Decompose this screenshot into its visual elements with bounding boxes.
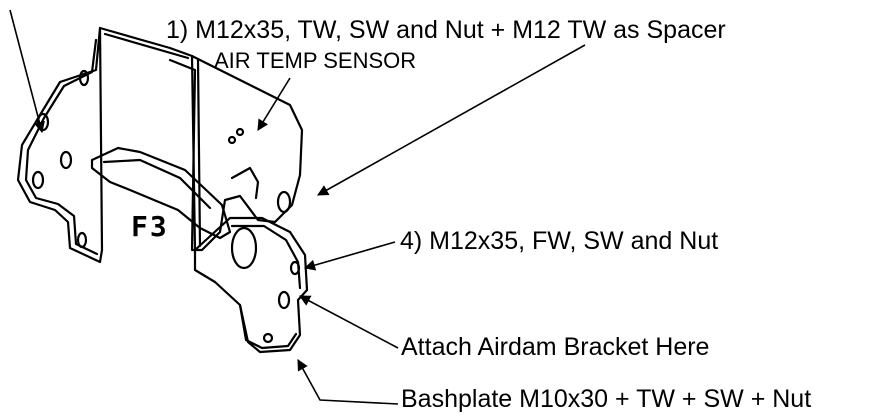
- hole: [289, 260, 301, 276]
- leader-sensor: [257, 77, 291, 131]
- hole: [262, 332, 274, 344]
- hole: [59, 150, 73, 170]
- bashplate-label: Bashplate M10x30 + TW + SW + Nut: [401, 385, 812, 413]
- leader-airdam: [299, 295, 399, 349]
- left-flange-inner: [24, 38, 99, 256]
- lower-bracket: [193, 216, 309, 354]
- left-flange: [16, 26, 104, 264]
- hole: [76, 231, 88, 249]
- hole: [78, 69, 90, 87]
- air-temp-sensor-label: AIR TEMP SENSOR: [214, 48, 417, 73]
- leader-callout-4: [303, 241, 396, 271]
- shelf-inner: [102, 158, 212, 210]
- plate-bend-2: [196, 58, 202, 248]
- hole: [235, 127, 245, 137]
- hole: [276, 190, 292, 214]
- hole: [227, 135, 237, 145]
- hole: [31, 170, 45, 190]
- lower-tab: [238, 303, 298, 350]
- top-tab: [230, 166, 260, 200]
- hole: [230, 226, 258, 270]
- plate-edge-top: [103, 32, 190, 60]
- leader-bashplate: [297, 359, 399, 405]
- airdam-label: Attach Airdam Bracket Here: [401, 333, 710, 361]
- leader-top-left: [9, 9, 45, 134]
- callout-1-label: 1) M12x35, TW, SW and Nut + M12 TW as Sp…: [166, 16, 726, 44]
- hole: [277, 290, 291, 310]
- part-marking-f3: F3: [131, 210, 169, 243]
- shelf: [90, 146, 232, 240]
- leader-callout-1: [317, 44, 586, 196]
- callout-4-label: 4) M12x35, FW, SW and Nut: [400, 227, 719, 255]
- plate-bend-1: [190, 54, 197, 252]
- lower-bracket-inner: [230, 224, 302, 290]
